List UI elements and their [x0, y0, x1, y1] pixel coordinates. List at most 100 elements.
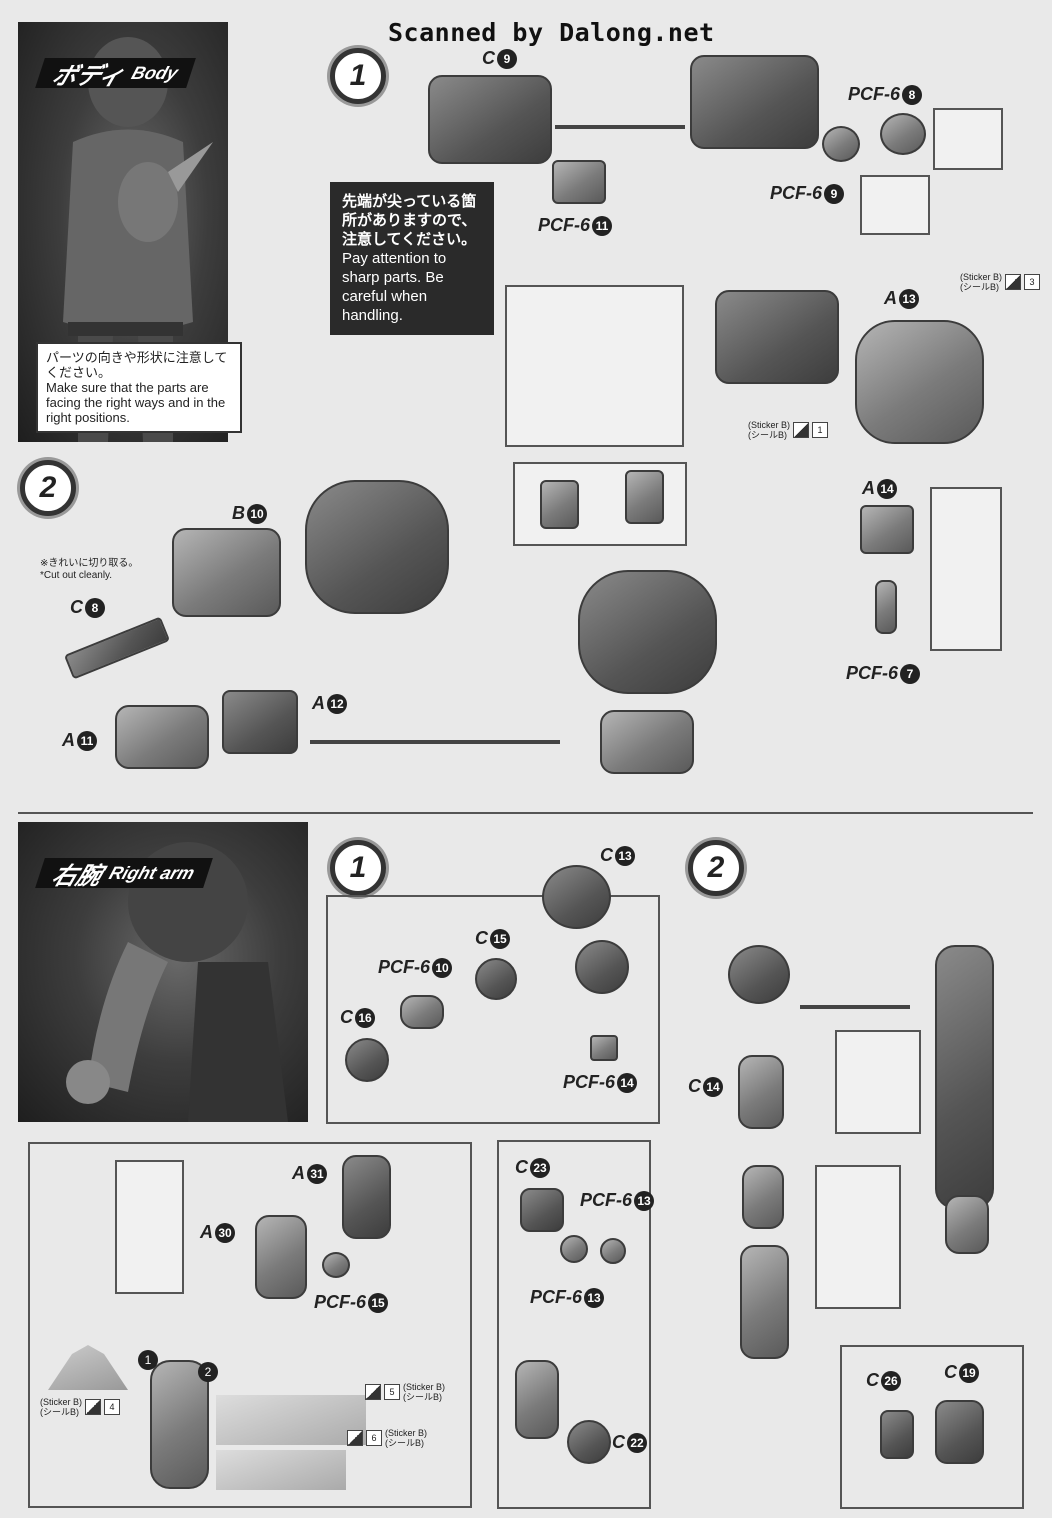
part-pcf6-8 — [880, 113, 926, 155]
part-b10 — [172, 528, 281, 617]
orientation-note-en: Make sure that the parts are facing the … — [46, 380, 226, 425]
part-a30 — [255, 1215, 307, 1299]
scanner-watermark: Scanned by Dalong.net — [388, 18, 715, 47]
assembly-arrow — [310, 740, 560, 744]
orientation-note-jp: パーツの向きや形状に注意してください。 — [46, 350, 228, 380]
shoulder-assembly — [575, 940, 629, 994]
forearm-part — [740, 1245, 789, 1359]
c14-detail-inset — [835, 1030, 921, 1134]
sticker-6-shape — [216, 1450, 346, 1490]
part-pcf6-13-right — [600, 1238, 626, 1264]
assembly-arrow — [555, 125, 685, 129]
part-a13 — [855, 320, 984, 444]
order-marker-2: 2 — [198, 1362, 218, 1382]
sticker-b-5: 5 (Sticker B) (シールB) — [365, 1382, 445, 1402]
elbow-parts-panel — [497, 1140, 651, 1509]
order-marker-1: 1 — [138, 1350, 158, 1370]
sharp-parts-warning: 先端が尖っている箇所がありますので、注意してください。 Pay attentio… — [330, 182, 494, 335]
neck-part-view2 — [625, 470, 664, 524]
part-c19 — [935, 1400, 984, 1464]
pcf6-9-detail-inset — [860, 175, 930, 235]
arm-final-assembly — [935, 945, 994, 1209]
arm-section-banner: 右腕 Right arm — [35, 858, 213, 890]
part-c14 — [738, 1055, 784, 1129]
cut-cleanly-note: ※きれいに切り取る。 *Cut out cleanly. — [40, 558, 139, 581]
arm-banner-jp: 右腕 — [48, 862, 106, 890]
sticker-b-3: (Sticker B) (シールB) 3 — [960, 272, 1041, 292]
upper-arm-detail-inset — [115, 1160, 184, 1294]
body-internal-detail-inset — [505, 285, 684, 447]
body-banner-jp: ボディ — [48, 62, 128, 90]
body-step1-badge: 1 — [330, 48, 386, 104]
sticker-b-6: 6 (Sticker B) (シールB) — [347, 1428, 427, 1448]
elbow-detail-inset — [815, 1165, 901, 1309]
sticker-b-4: (Sticker B) (シールB) 4 — [40, 1397, 121, 1417]
upper-arm-panel — [28, 1142, 472, 1508]
arm-banner-en: Right arm — [106, 862, 198, 883]
part-a12 — [222, 690, 298, 754]
pcf6-8-detail-inset — [933, 108, 1003, 170]
sticker-5-shape — [216, 1395, 366, 1445]
upper-arm-assembly — [150, 1360, 209, 1489]
arm-step1-panel — [326, 895, 660, 1124]
elbow-joint — [742, 1165, 784, 1229]
part-pcf6-7 — [875, 580, 897, 634]
part-a14 — [860, 505, 914, 554]
part-a11 — [115, 705, 209, 769]
waist-assembly — [600, 710, 694, 774]
part-c23 — [520, 1188, 564, 1232]
part-pcf6-13-left — [560, 1235, 588, 1263]
body-banner-en: Body — [129, 62, 181, 83]
assembly-arrow — [800, 1005, 910, 1009]
part-pcf6-15 — [322, 1252, 350, 1278]
body-final-assembly — [578, 570, 717, 694]
body-section-banner: ボディ Body — [35, 58, 197, 90]
elbow-sub-assembly — [515, 1360, 559, 1439]
sharp-warning-en: Pay attention to sharp parts. Be careful… — [342, 250, 447, 324]
part-a31 — [342, 1155, 391, 1239]
part-c9-assembled — [690, 55, 819, 149]
part-c15 — [475, 958, 517, 1000]
body-core-assembly — [715, 290, 839, 384]
body-torso-assembly — [305, 480, 449, 614]
part-c9 — [428, 75, 552, 164]
arm-step2-badge: 2 — [688, 840, 744, 896]
sticker-b-1: (Sticker B) (シールB) 1 — [748, 420, 829, 440]
part-c13 — [542, 865, 611, 929]
part-c8 — [63, 616, 171, 680]
part-pcf6-11 — [552, 160, 606, 204]
part-c26 — [880, 1410, 914, 1459]
orientation-note: パーツの向きや形状に注意してください。 Make sure that the p… — [36, 342, 242, 433]
part-pcf6-9 — [822, 126, 860, 162]
part-pcf6-10 — [400, 995, 444, 1029]
part-c16 — [345, 1038, 389, 1082]
arm-step1-badge: 1 — [330, 840, 386, 896]
sharp-warning-jp: 先端が尖っている箇所がありますので、注意してください。 — [342, 193, 477, 248]
neck-part-view1 — [540, 480, 579, 529]
neck-joint-detail-inset — [930, 487, 1002, 651]
hand-sub-panel — [840, 1345, 1024, 1509]
